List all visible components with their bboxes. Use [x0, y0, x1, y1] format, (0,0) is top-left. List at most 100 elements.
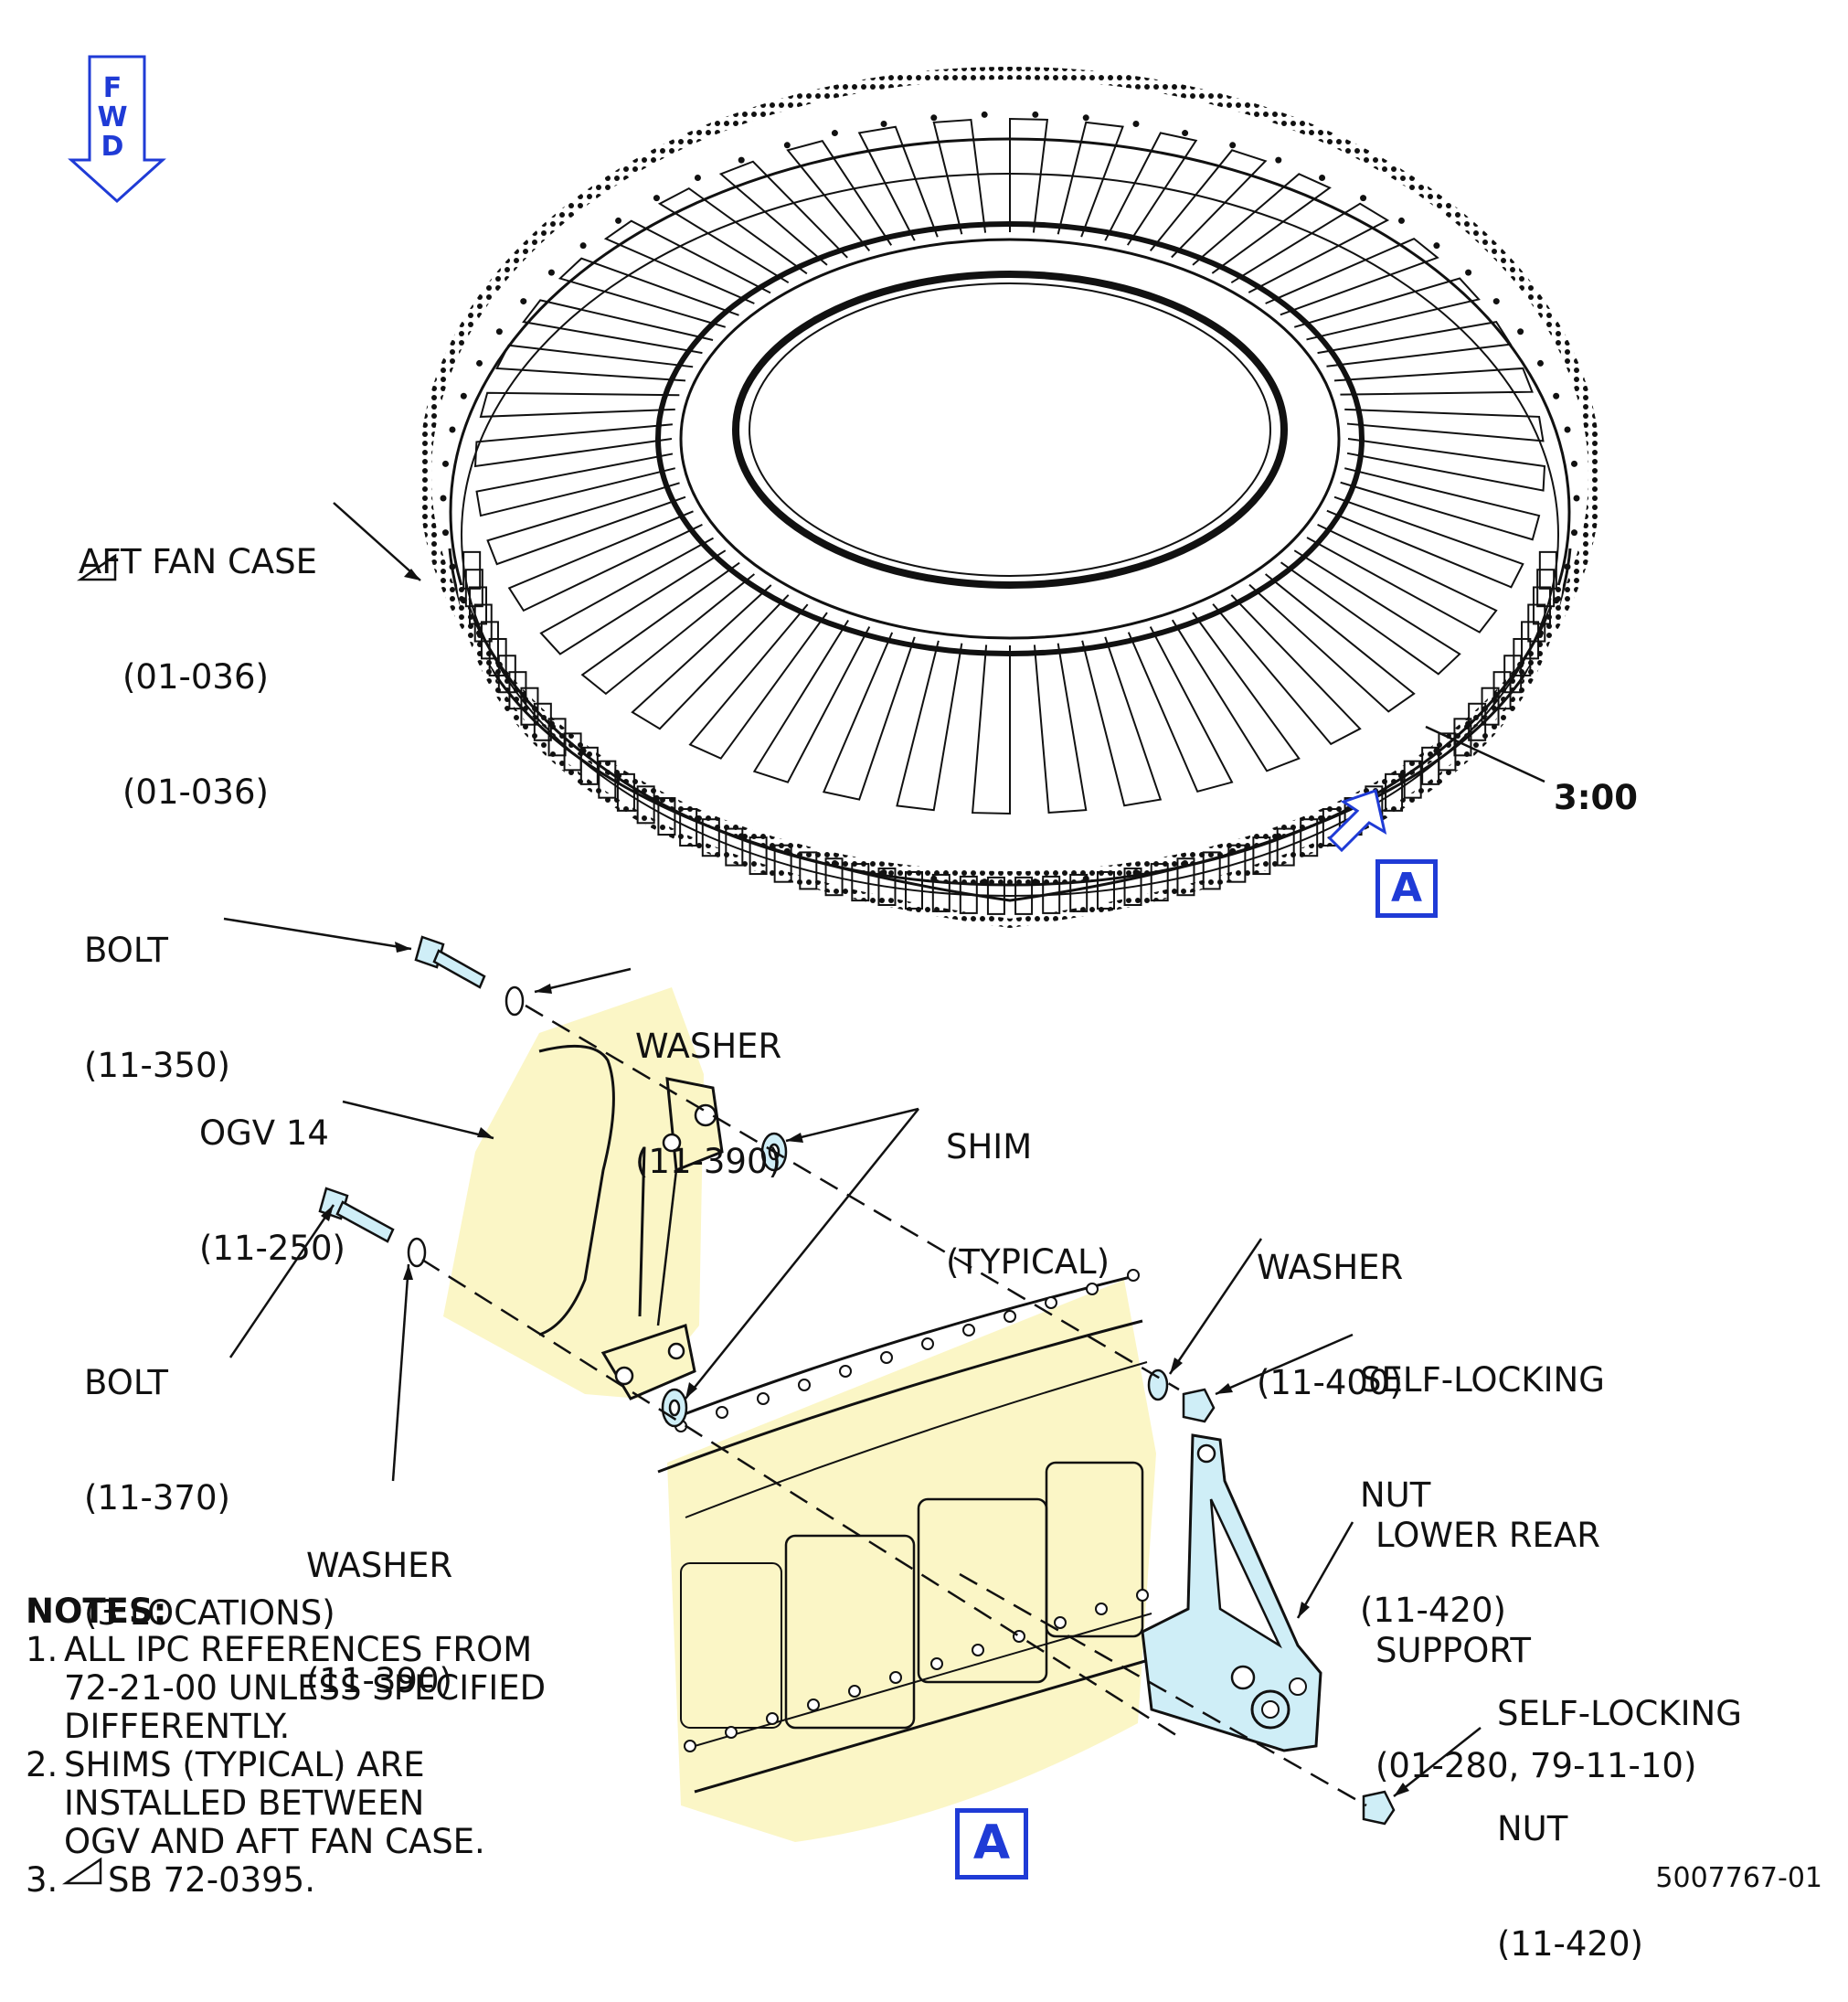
ogv-vane-line	[786, 139, 893, 252]
flange-slot	[701, 818, 720, 857]
bolt-hole-dot	[1433, 242, 1440, 250]
ogv-vane-line	[752, 619, 871, 783]
ogv-vane-line	[507, 510, 703, 612]
label-self-locking-nut-bottom: SELF-LOCKING NUT (11-420)	[1497, 1694, 1742, 1964]
bolt-hole-dot	[1360, 195, 1367, 202]
ogv-vane-line	[1033, 643, 1088, 815]
bolt-hole-dot	[694, 815, 701, 823]
flange-slot	[497, 655, 516, 694]
bolt-hole-dot	[1492, 691, 1500, 698]
bolt-hole-dot	[520, 691, 527, 698]
bolt-hole-dot	[1032, 879, 1039, 886]
bolt-hole-dot	[1517, 661, 1524, 668]
ogv-vane-line	[1340, 467, 1541, 541]
bolt-hole-dot	[476, 359, 483, 367]
bolt-hole-dot	[495, 661, 503, 668]
ogv-vane-line	[522, 299, 714, 355]
bolt-hole-dot	[1517, 328, 1524, 335]
ogv-vane-line	[580, 561, 756, 696]
bolt-hole-dot	[831, 130, 838, 137]
bolt-hole-dot	[694, 174, 701, 181]
segment-hole	[766, 1712, 779, 1725]
flange-slot	[749, 836, 768, 876]
flange-slot	[1202, 851, 1221, 890]
label-ogv-14: OGV 14 (11-250)	[199, 1113, 345, 1268]
bolt-hole-dot	[1132, 868, 1140, 876]
segment-hole	[1086, 1283, 1099, 1295]
flange-slot	[1252, 836, 1271, 876]
bolt-hole-dot	[1492, 298, 1500, 305]
leader-arrowheads	[321, 942, 1409, 1796]
ogv-vane-line	[896, 640, 963, 812]
segment-hole	[962, 1324, 975, 1336]
ogv-vane-line	[1333, 367, 1534, 396]
flange-slot	[1042, 875, 1061, 914]
segment-hole	[1095, 1603, 1108, 1615]
flange-slot	[1096, 870, 1115, 910]
bolt-hole-dot	[520, 298, 527, 305]
segment-hole	[807, 1699, 820, 1711]
detail-leaders	[223, 917, 1482, 1797]
bolt-hole-dot	[783, 142, 791, 149]
flange-slot	[725, 827, 744, 867]
bolt-hole-dot	[1433, 747, 1440, 754]
label-aft-fan-case: AFT FAN CASE (01-036) (01-036)	[79, 542, 317, 812]
ogv-vane-line	[1280, 549, 1461, 676]
flange-slot	[1150, 863, 1169, 902]
ogv-vane-line	[1293, 277, 1481, 341]
flange-slot	[520, 687, 539, 726]
flange-slot	[824, 857, 844, 897]
segment-hole	[1136, 1589, 1149, 1602]
view-a-detail-label: A	[955, 1808, 1028, 1880]
bolt-hole-dot	[738, 833, 745, 840]
bolt-hole-dot	[440, 495, 447, 502]
flange-slot	[598, 760, 617, 799]
bolt-hole-dot	[1573, 495, 1580, 502]
ogv-vane-line	[1248, 573, 1416, 713]
bolt-hole-dot	[1564, 563, 1571, 570]
flange-slot	[931, 873, 951, 912]
ogv-vane-line	[1326, 495, 1524, 589]
ogv-vane-line	[1104, 132, 1198, 246]
view-a-callout: A	[1375, 859, 1438, 918]
flange-slot	[480, 621, 499, 660]
notes-heading: NOTES:	[26, 1592, 167, 1631]
segment-hole	[716, 1406, 728, 1419]
ogv-vane-line	[558, 257, 739, 328]
bolt-hole-dot	[831, 859, 838, 867]
ogv-vane-line	[718, 160, 848, 266]
bolt-hole-dot	[1082, 875, 1089, 882]
bolt-hole-dot	[1275, 833, 1282, 840]
label-bolt-11-350: BOLT (11-350)	[84, 931, 230, 1085]
segment-hole	[921, 1337, 934, 1350]
ogv-vane-line	[657, 186, 808, 284]
bolt-hole-dot	[1132, 121, 1140, 128]
bolt-hole-dot	[783, 847, 791, 855]
note-item: 3. SB 72-0395.	[26, 1860, 315, 1900]
ogv-vane-line	[473, 423, 673, 468]
flange-slot	[1403, 760, 1422, 799]
lower-rear-support	[1141, 1433, 1322, 1752]
ogv-vane-line	[1171, 612, 1301, 772]
bolt-hole-dot	[476, 630, 483, 637]
ogv-vane-line	[486, 482, 686, 566]
label-clock-position: 3:00	[1554, 778, 1639, 817]
bolt-hole-dot	[1319, 815, 1326, 823]
bolt-hole-dot	[738, 156, 745, 164]
bolt-hole-dot	[1397, 217, 1405, 224]
leader-clock	[1425, 725, 1545, 783]
bolt-hole-dot	[1182, 859, 1189, 867]
label-bolt-11-370: BOLT (11-370) (3 LOCATIONS)	[84, 1363, 335, 1633]
bolt-hole-dot	[579, 747, 587, 754]
label-lower-rear-support: LOWER REAR SUPPORT (01-280, 79-11-10)	[1375, 1516, 1697, 1785]
segment-hole	[880, 1351, 893, 1364]
ogv-vane-line	[631, 584, 790, 730]
bolt-hole-dot	[1553, 597, 1560, 604]
label-shim: SHIM (TYPICAL)	[946, 1127, 1110, 1282]
bolt-hole-dot	[1536, 359, 1544, 367]
bolt-hole-dot	[449, 426, 456, 433]
label-washer-11-390-top: WASHER (11-390)	[635, 1027, 782, 1181]
flange-slot	[1527, 603, 1546, 643]
flange-slot	[547, 718, 567, 757]
flange-slot	[986, 876, 1005, 915]
